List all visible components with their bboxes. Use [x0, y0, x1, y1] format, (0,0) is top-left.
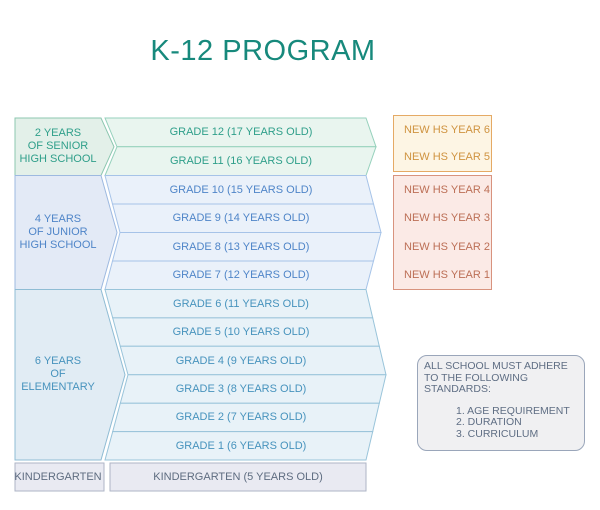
new-hs-year-3: NEW HS YEAR 3 [404, 212, 490, 225]
junior-high-label: 4 YEARS OF JUNIOR HIGH SCHOOL [19, 213, 97, 251]
new-hs-year-2: NEW HS YEAR 2 [404, 240, 490, 253]
standards-item-curriculum: 3. CURRICULUM [456, 427, 539, 440]
new-hs-year-5: NEW HS YEAR 5 [404, 151, 490, 164]
standards-note-box: ALL SCHOOL MUST ADHERE TO THE FOLLOWING … [417, 355, 585, 451]
kindergarten-label-shape [14, 462, 105, 492]
standards-intro: ALL SCHOOL MUST ADHERE TO THE FOLLOWING … [424, 360, 568, 395]
grade-10-row: GRADE 10 (15 YEARS OLD) [169, 183, 313, 196]
grade-9-row: GRADE 9 (14 YEARS OLD) [172, 212, 310, 225]
grade-5-row: GRADE 5 (10 YEARS OLD) [172, 326, 310, 339]
kindergarten-row: KINDERGARTEN (5 YEARS OLD) [153, 471, 323, 483]
page-title: K-12 PROGRAM [150, 35, 376, 67]
grade-2-row: GRADE 2 (7 YEARS OLD) [175, 411, 307, 424]
new-hs-lower-box: NEW HS YEAR 4 NEW HS YEAR 3 NEW HS YEAR … [393, 175, 492, 290]
grade-7-row: GRADE 7 (12 YEARS OLD) [172, 269, 310, 282]
grade-12-row: GRADE 12 (17 YEARS OLD) [169, 126, 313, 139]
grade-4-row: GRADE 4 (9 YEARS OLD) [175, 354, 307, 367]
grade-1-row: GRADE 1 (6 YEARS OLD) [175, 439, 307, 452]
new-hs-upper-box: NEW HS YEAR 6 NEW HS YEAR 5 [393, 115, 492, 172]
standards-item-age: 1. AGE REQUIREMENT [456, 404, 570, 417]
kindergarten-row-shape [109, 462, 367, 492]
standards-list: 1. AGE REQUIREMENT 2. DURATION 3. CURRIC… [424, 404, 578, 441]
grade-8-row: GRADE 8 (13 YEARS OLD) [172, 240, 310, 253]
senior-label-shape [14, 117, 115, 176]
grade-11-row: GRADE 11 (16 YEARS OLD) [169, 155, 313, 168]
elementary-label-shape [14, 289, 126, 461]
grade-6-row: GRADE 6 (11 YEARS OLD) [173, 297, 309, 310]
senior-high-label: 2 YEARS OF SENIOR HIGH SCHOOL [19, 127, 97, 166]
junior-label-shape [14, 175, 118, 290]
standards-item-duration: 2. DURATION [456, 416, 522, 428]
grade-3-row: GRADE 3 (8 YEARS OLD) [175, 382, 307, 395]
grade-1-row-shape [104, 431, 374, 461]
elementary-label: 6 YEARS OF ELEMENTARY [21, 355, 95, 394]
new-hs-year-6: NEW HS YEAR 6 [404, 123, 490, 136]
new-hs-year-1: NEW HS YEAR 1 [404, 268, 490, 281]
new-hs-year-4: NEW HS YEAR 4 [404, 184, 490, 197]
kindergarten-label: KINDERGARTEN [14, 470, 102, 483]
